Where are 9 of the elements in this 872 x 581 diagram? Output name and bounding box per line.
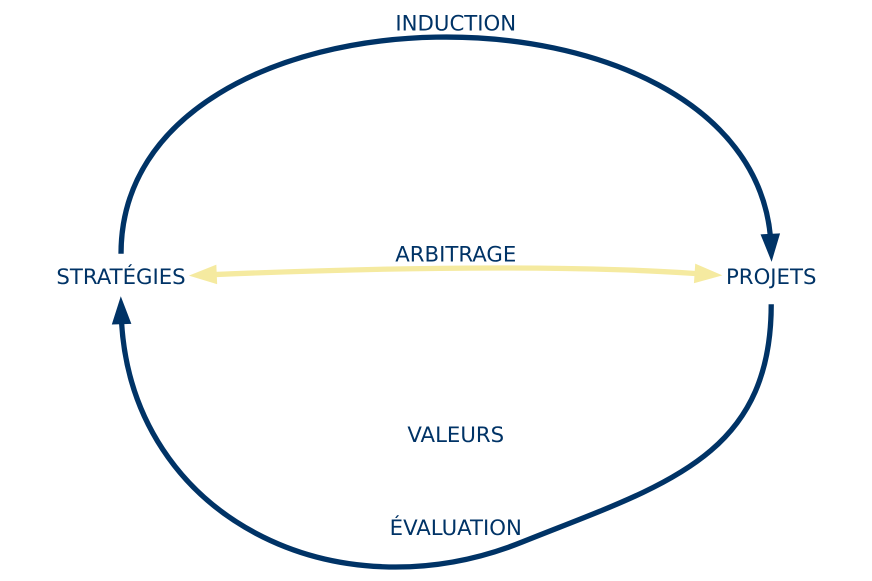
node-text: PROJETS [726, 265, 816, 290]
arrow [118, 34, 780, 262]
label: VALEURS [406, 423, 504, 448]
edge-label: INDUCTION [394, 11, 516, 36]
edge-label: ARBITRAGE [394, 242, 516, 268]
edge-label: ÉVALUATION [389, 516, 522, 542]
arrow [111, 296, 774, 570]
node-text: STRATÉGIES [56, 265, 186, 290]
arrow [188, 264, 722, 284]
